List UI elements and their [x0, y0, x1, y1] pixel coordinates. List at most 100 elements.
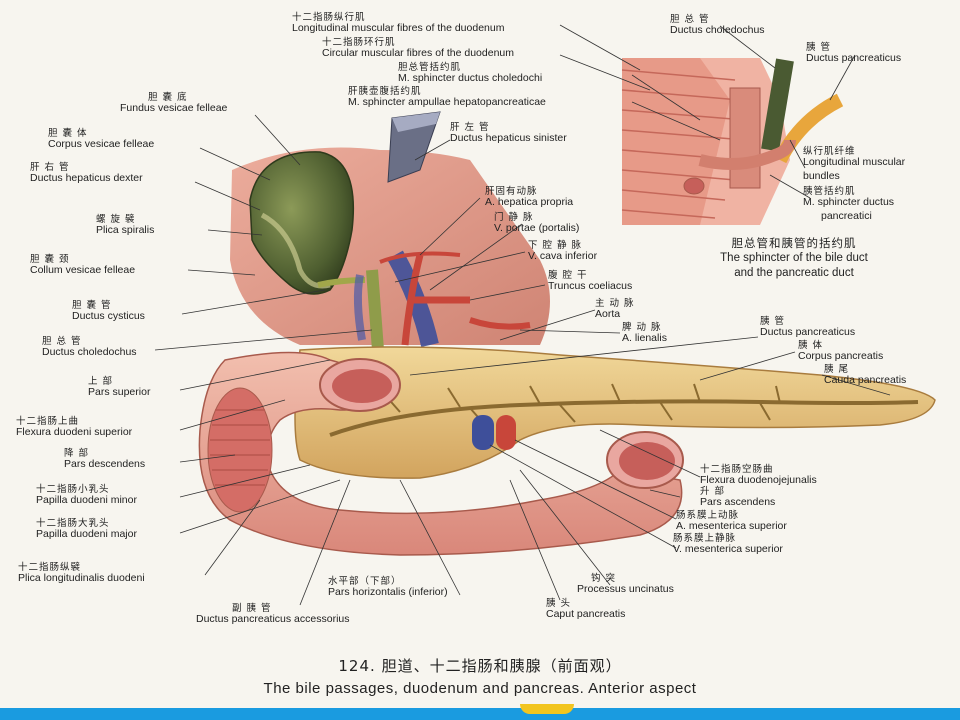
hepatic-artery	[401, 254, 424, 346]
label-hepaticus-dexter: 肝 右 管 Ductus hepaticus dexter	[30, 162, 143, 184]
label-corpus-vesicae: 胆 囊 体 Corpus vesicae felleae	[48, 128, 154, 150]
inset-caption: 胆总管和胰管的括约肌 The sphincter of the bile duc…	[664, 236, 924, 281]
label-la: V. mesenterica superior	[673, 543, 783, 555]
label-la: Caput pancreatis	[546, 608, 626, 620]
label-mesenterica-sup-artery: 肠系膜上动脉 A. mesenterica superior	[676, 510, 787, 532]
label-la: Longitudinal muscular fibres of the duod…	[292, 22, 505, 34]
label-zh: 胆 总 管	[670, 14, 710, 25]
label-zh: 水平部（下部）	[328, 576, 402, 587]
label-zh: 十二指肠小乳头	[36, 484, 110, 495]
label-la: Plica spiralis	[96, 224, 155, 236]
label-la: Flexura duodeni superior	[16, 426, 133, 438]
label-pars-ascendens: 升 部 Pars ascendens	[700, 486, 775, 508]
label-zh: 降 部	[64, 448, 90, 459]
label-la: Processus uncinatus	[577, 583, 674, 595]
label-mesenterica-sup-vein: 肠系膜上静脉 V. mesenterica superior	[673, 533, 783, 555]
label-la: Corpus vesicae felleae	[48, 138, 155, 150]
label-zh: 肝固有动脉	[485, 186, 538, 197]
label-caput-pancreatis: 胰 头 Caput pancreatis	[546, 598, 625, 620]
label-zh: 螺 旋 襞	[96, 214, 136, 225]
label-zh: 十二指肠上曲	[16, 416, 80, 427]
label-processus-uncinatus: 钩 突 Processus uncinatus	[577, 573, 674, 595]
label-zh: 肝胰壶腹括约肌	[348, 86, 422, 97]
pancreatic-duct	[329, 399, 919, 437]
label-zh: 肝 左 管	[450, 122, 490, 133]
label-zh: 腹 腔 干	[548, 270, 588, 281]
splenic-artery	[469, 317, 531, 330]
label-la: Longitudinal muscular	[803, 156, 906, 168]
label-lienalis: 脾 动 脉 A. lienalis	[622, 322, 667, 344]
label-la: Ductus choledochus	[42, 346, 137, 358]
label-la: Ductus hepaticus dexter	[30, 172, 143, 184]
label-zh: 升 部	[700, 486, 726, 497]
label-la: Ductus choledochus	[670, 24, 765, 36]
label-zh: 十二指肠纵襞	[18, 562, 82, 573]
label-sphincter-ampullae: 肝胰壶腹括约肌 M. sphincter ampullae hepatopanc…	[348, 86, 546, 108]
label-papilla-minor: 十二指肠小乳头 Papilla duodeni minor	[36, 484, 137, 506]
label-zh: 副 胰 管	[232, 603, 272, 614]
label-la: Corpus pancreatis	[798, 350, 884, 362]
sm-artery	[496, 415, 516, 450]
label-la: Pars ascendens	[700, 496, 776, 508]
label-zh: 胰 管	[760, 316, 786, 327]
label-zh: 胰 体	[798, 340, 824, 351]
label-la: Cauda pancreatis	[824, 374, 907, 386]
label-zh: 肠系膜上动脉	[676, 510, 740, 521]
label-fundus: 胆 囊 底 Fundus vesicae felleae	[120, 92, 227, 114]
label-zh: 胰 尾	[824, 364, 850, 375]
label-pars-descendens: 降 部 Pars descendens	[64, 448, 145, 470]
label-zh: 肠系膜上静脉	[673, 533, 737, 544]
label-pancreaticus-accessorius: 副 胰 管 Ductus pancreaticus accessorius	[196, 603, 350, 625]
label-plica-spiralis: 螺 旋 襞 Plica spiralis	[96, 214, 154, 236]
label-la: A. hepatica propria	[485, 196, 574, 208]
label-cauda-pancreatis: 胰 尾 Cauda pancreatis	[824, 364, 906, 386]
label-pars-superior: 上 部 Pars superior	[88, 376, 150, 398]
label-la: M. sphincter ductus choledochi	[398, 72, 543, 84]
label-la: Flexura duodenojejunalis	[700, 474, 817, 486]
label-zh: 主 动 脉	[595, 298, 635, 309]
label-hepaticus-sinister: 肝 左 管 Ductus hepaticus sinister	[450, 122, 567, 144]
label-circ-muscle-duodenum: 十二指肠环行肌 Circular muscular fibres of the …	[322, 37, 514, 59]
label-coeliacus: 腹 腔 干 Truncus coeliacus	[548, 270, 632, 292]
label-inset-pancreatic-duct: 胰 管 Ductus pancreaticus	[806, 42, 901, 64]
label-zh: 下 腔 静 脉	[528, 240, 583, 251]
label-la: A. lienalis	[622, 332, 667, 344]
label-pancreatic-duct: 胰 管 Ductus pancreaticus	[760, 316, 855, 338]
label-zh: 胆 囊 底	[148, 92, 188, 103]
label-la: Truncus coeliacus	[548, 280, 633, 292]
caption-zh-line: 124. 胆道、十二指肠和胰腺（前面观）	[0, 655, 960, 676]
label-la: Circular muscular fibres of the duodenum	[322, 47, 515, 59]
label-collum: 胆 囊 颈 Collum vesicae felleae	[30, 254, 135, 276]
duodenum-inner-wall	[207, 387, 273, 513]
label-cysticus: 胆 囊 管 Ductus cysticus	[72, 300, 145, 322]
label-aorta: 主 动 脉 Aorta	[595, 298, 635, 320]
bile-duct	[366, 269, 384, 351]
label-zh: 十二指肠大乳头	[36, 518, 110, 529]
label-papilla-major: 十二指肠大乳头 Papilla duodeni major	[36, 518, 137, 540]
label-zh: 钩 突	[591, 573, 617, 584]
caption-title-zh: 胆道、十二指肠和胰腺（前面观）	[381, 657, 622, 675]
gallbladder	[249, 151, 355, 295]
label-la: Ductus hepaticus sinister	[450, 132, 567, 144]
label-choledochus: 胆 总 管 Ductus choledochus	[42, 336, 137, 358]
label-plica-longitudinalis: 十二指肠纵襞 Plica longitudinalis duodeni	[18, 562, 145, 584]
label-sphincter-pancreatici: 胰管括约肌 M. sphincter ductus pancreatici	[803, 186, 894, 222]
inset-caption-en-2: and the pancreatic duct	[734, 267, 854, 279]
figure-caption: 124. 胆道、十二指肠和胰腺（前面观） The bile passages, …	[0, 655, 960, 697]
label-zh: 肝 右 管	[30, 162, 70, 173]
label-la: V. cava inferior	[528, 250, 598, 262]
label-zh: 胰 头	[546, 598, 572, 609]
label-la: Ductus cysticus	[72, 310, 145, 322]
label-long-muscle-duodenum: 十二指肠纵行肌 Longitudinal muscular fibres of …	[292, 12, 504, 34]
label-zh: 胆 囊 管	[72, 300, 112, 311]
label-la: Ductus pancreaticus	[760, 326, 856, 338]
inset-bile-duct	[761, 58, 794, 152]
label-la: Papilla duodeni minor	[36, 494, 137, 506]
label-la: Pars descendens	[64, 458, 146, 470]
label-corpus-pancreatis: 胰 体 Corpus pancreatis	[798, 340, 883, 362]
ivc	[353, 274, 366, 341]
label-zh: 十二指肠空肠曲	[700, 464, 774, 475]
label-la: Collum vesicae felleae	[30, 264, 136, 276]
leader-lines	[154, 24, 891, 606]
